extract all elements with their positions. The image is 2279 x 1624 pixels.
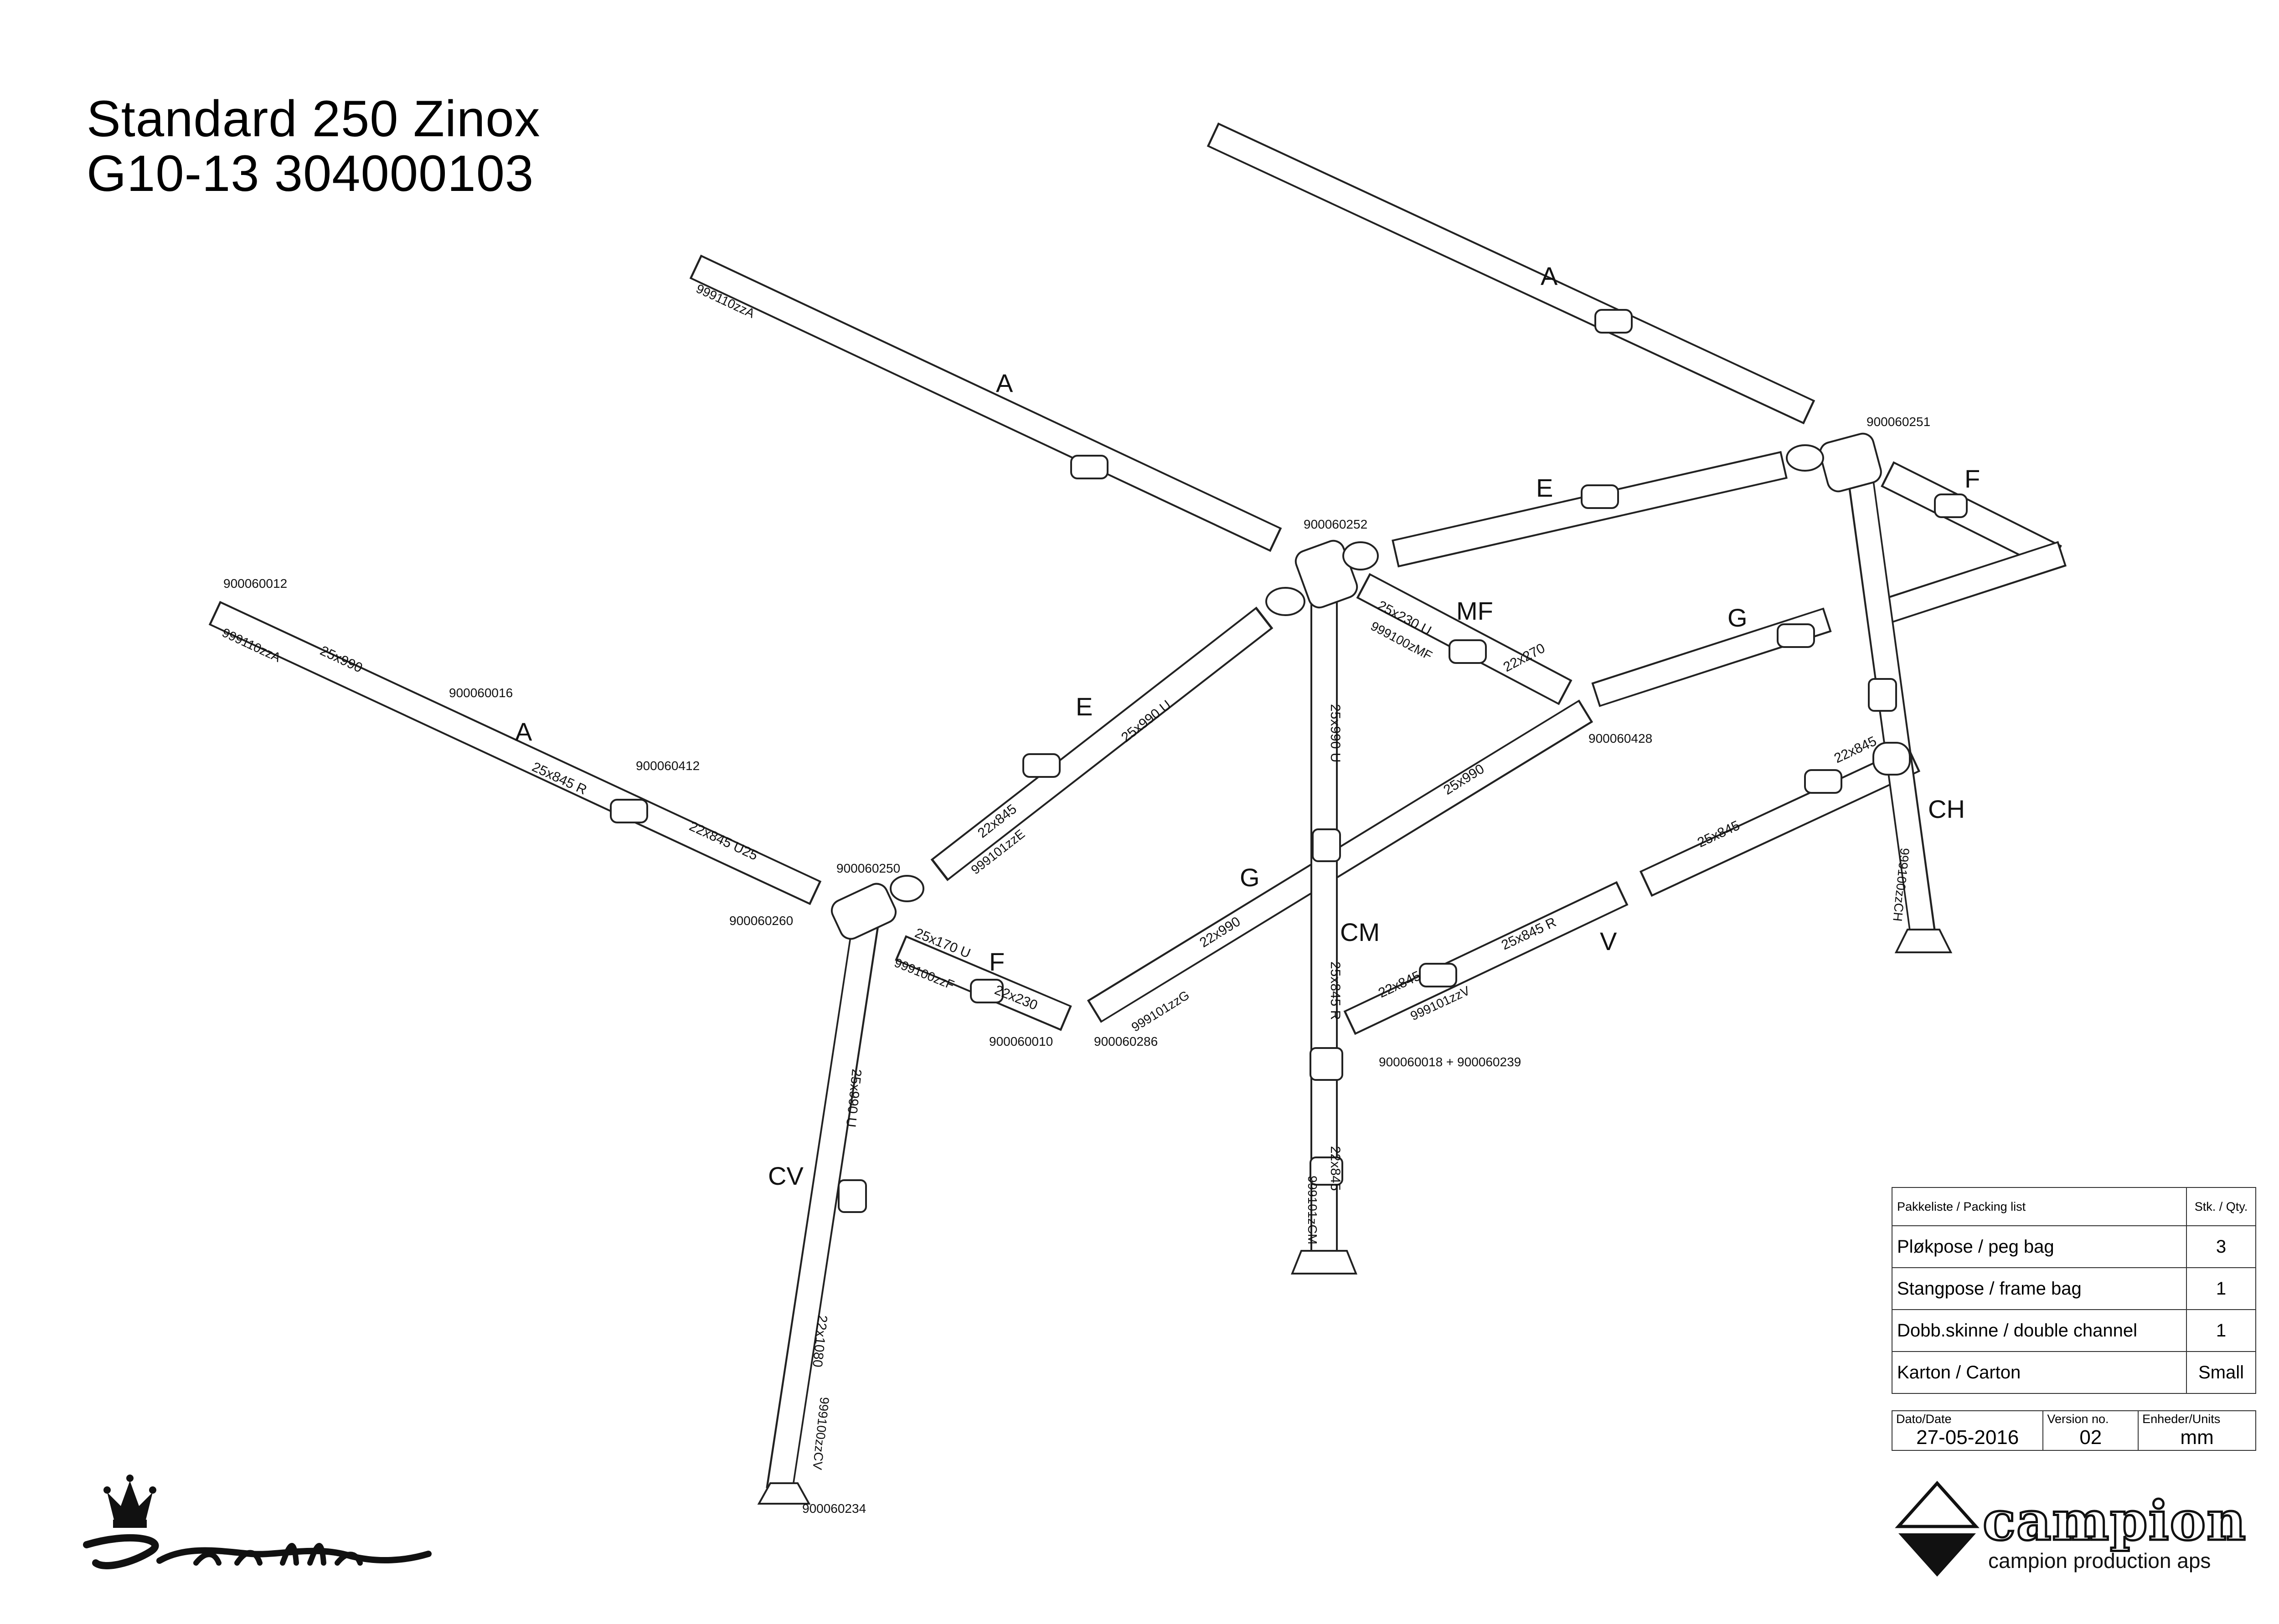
campion-subtitle: campion production aps xyxy=(1988,1549,2211,1573)
part-code: 900060286 xyxy=(1094,1034,1158,1048)
units-cell: Enheder/Units mm xyxy=(2138,1410,2256,1451)
part-code: 900060016 xyxy=(449,686,513,700)
version-label: Version no. xyxy=(2047,1412,2109,1426)
table-row: Stangpose / frame bag 1 xyxy=(1892,1267,2256,1310)
units-value: mm xyxy=(2180,1426,2214,1449)
version-value: 02 xyxy=(2079,1426,2102,1449)
part-code: 900060252 xyxy=(1304,517,1367,531)
item-name: Pløkpose / peg bag xyxy=(1892,1225,2187,1268)
tube-group xyxy=(208,122,2067,1492)
letter-label: V xyxy=(1600,927,1617,956)
letter-label: F xyxy=(1964,464,1980,493)
letter-label: CV xyxy=(768,1161,804,1190)
letter-label: F xyxy=(989,947,1005,976)
connector-group xyxy=(610,309,1968,1505)
letter-label: E xyxy=(1536,473,1553,502)
table-row: Pløkpose / peg bag 3 xyxy=(1892,1225,2256,1268)
drawing-number: G10-13 304000103 xyxy=(87,145,534,202)
campion-wordmark: campion xyxy=(1982,1488,2247,1554)
date-label: Dato/Date xyxy=(1896,1412,1952,1426)
part-code: 900060412 xyxy=(636,759,700,773)
letter-label: MF xyxy=(1456,596,1493,625)
letter-label: CH xyxy=(1928,795,1965,823)
isabella-logo xyxy=(83,1475,432,1569)
part-code: 900060012 xyxy=(223,576,287,591)
part-code: 900060250 xyxy=(836,861,900,875)
item-name: Dobb.skinne / double channel xyxy=(1892,1309,2187,1352)
version-cell: Version no. 02 xyxy=(2042,1410,2139,1451)
dimension-label: 22x845 xyxy=(1328,1146,1343,1191)
item-name: Karton / Carton xyxy=(1892,1351,2187,1394)
item-qty: 1 xyxy=(2186,1267,2256,1310)
section-letters: A A A E E F F MF G G CH CM CV V xyxy=(515,262,1980,1190)
letter-label: G xyxy=(1727,603,1748,632)
letter-label: E xyxy=(1076,692,1093,721)
quantity-header: Stk. / Qty. xyxy=(2186,1187,2256,1226)
part-code: 999100zzCV xyxy=(810,1396,832,1470)
date-value: 27-05-2016 xyxy=(1916,1426,2019,1449)
letter-label: CM xyxy=(1340,918,1380,946)
item-qty: 1 xyxy=(2186,1309,2256,1352)
part-code: 900060260 xyxy=(729,914,793,928)
dimension-label: 25x990 U xyxy=(1328,704,1343,762)
part-code: 900060428 xyxy=(1588,731,1652,745)
letter-label: A xyxy=(1541,262,1558,290)
letter-label: G xyxy=(1240,863,1260,892)
letter-label: A xyxy=(515,717,532,746)
dimension-labels: 25x990 25x845 R 22x845 U25 25x990 U 22x8… xyxy=(318,598,1879,1368)
part-code: 900060018 + 900060239 xyxy=(1379,1055,1521,1069)
part-code: 900060234 xyxy=(802,1501,866,1516)
drawing-title: Standard 250 Zinox xyxy=(87,90,541,147)
part-code: 900060010 xyxy=(989,1034,1053,1048)
packing-list-table: Pakkeliste / Packing list Stk. / Qty. Pl… xyxy=(1892,1187,2256,1394)
date-cell: Dato/Date 27-05-2016 xyxy=(1891,1410,2044,1451)
part-code: 999101zCM xyxy=(1305,1176,1320,1244)
title-block: Dato/Date 27-05-2016 Version no. 02 Enhe… xyxy=(1891,1410,2256,1451)
item-name: Stangpose / frame bag xyxy=(1892,1267,2187,1310)
table-row: Karton / Carton Small xyxy=(1892,1351,2256,1394)
units-label: Enheder/Units xyxy=(2142,1412,2221,1426)
part-code: 900060251 xyxy=(1867,415,1930,429)
packing-list-header: Pakkeliste / Packing list xyxy=(1892,1187,2187,1226)
campion-logo-icon xyxy=(1895,1480,1980,1577)
table-row: Dobb.skinne / double channel 1 xyxy=(1892,1309,2256,1352)
letter-label: A xyxy=(996,369,1013,397)
item-qty: 3 xyxy=(2186,1225,2256,1268)
item-qty: Small xyxy=(2186,1351,2256,1394)
dimension-label: 25x845 R xyxy=(1328,961,1343,1020)
dimension-label: 22x845 xyxy=(1832,734,1879,766)
